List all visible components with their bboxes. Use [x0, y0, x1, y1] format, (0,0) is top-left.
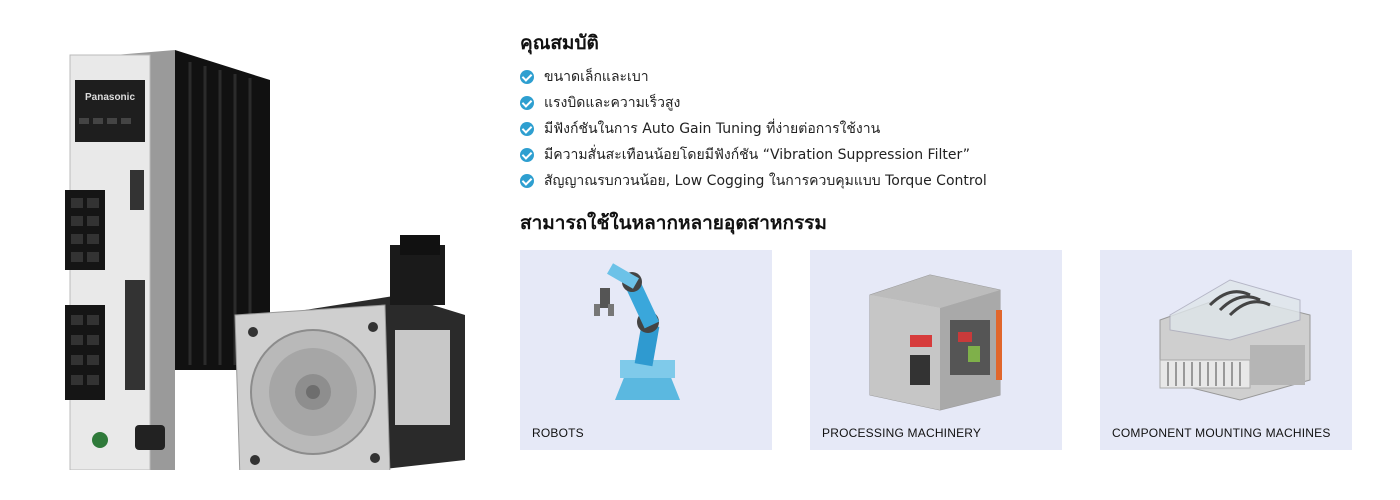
industry-card-processing-machinery[interactable]: PROCESSING MACHINERY [810, 250, 1062, 450]
industry-card-label: COMPONENT MOUNTING MACHINES [1112, 426, 1331, 440]
feature-item: สัญญาณรบกวนน้อย, Low Cogging ในการควบคุม… [520, 168, 1360, 194]
robot-arm-icon [594, 263, 680, 400]
mounting-machine-icon [1159, 279, 1311, 401]
features-title: คุณสมบัติ [520, 32, 599, 54]
check-circle-icon [520, 70, 534, 84]
check-circle-icon [520, 174, 534, 188]
feature-text: มีความสั่นสะเทือนน้อยโดยมีฟังก์ชัน “Vibr… [544, 147, 971, 163]
industry-card-label: ROBOTS [532, 426, 584, 440]
check-circle-icon [520, 148, 534, 162]
check-circle-icon [520, 122, 534, 136]
features-list: ขนาดเล็กและเบา แรงบิดและความเร็วสูง มีฟั… [520, 64, 1360, 194]
processing-machine-icon [869, 274, 1002, 411]
feature-item: ขนาดเล็กและเบา [520, 64, 1360, 90]
industry-cards: ROBOTS PROCESSING MACHINERY [520, 250, 1360, 450]
industries-title: สามารถใช้ในหลากหลายอุตสาหกรรม [520, 212, 827, 234]
feature-text: ขนาดเล็กและเบา [544, 69, 649, 85]
feature-text: สัญญาณรบกวนน้อย, Low Cogging ในการควบคุม… [544, 173, 987, 189]
brand-logo: Panasonic [85, 92, 135, 103]
industry-card-robots[interactable]: ROBOTS [520, 250, 772, 450]
servo-drive-and-motor-illustration: Panasonic [65, 50, 465, 470]
feature-text: มีฟังก์ชันในการ Auto Gain Tuning ที่ง่าย… [544, 121, 881, 137]
feature-text: แรงบิดและความเร็วสูง [544, 95, 681, 111]
industry-card-label: PROCESSING MACHINERY [822, 426, 982, 440]
feature-item: มีฟังก์ชันในการ Auto Gain Tuning ที่ง่าย… [520, 116, 1360, 142]
content-panel: คุณสมบัติ ขนาดเล็กและเบา แรงบิดและความเร… [520, 28, 1360, 450]
product-image: Panasonic [55, 40, 485, 470]
check-circle-icon [520, 96, 534, 110]
industry-card-component-mounting-machines[interactable]: COMPONENT MOUNTING MACHINES [1100, 250, 1352, 450]
feature-item: มีความสั่นสะเทือนน้อยโดยมีฟังก์ชัน “Vibr… [520, 142, 1360, 168]
feature-item: แรงบิดและความเร็วสูง [520, 90, 1360, 116]
